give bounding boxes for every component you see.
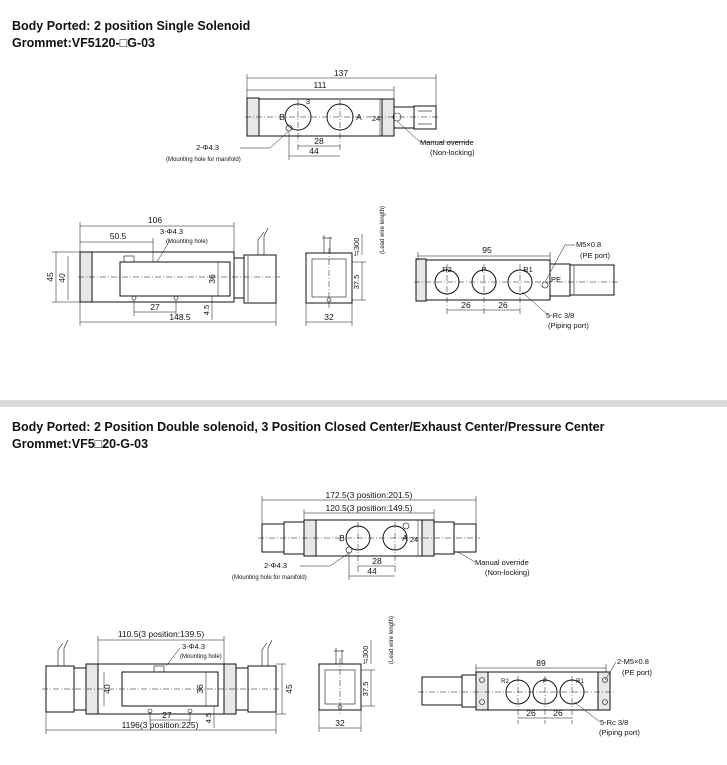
s2-dim-body: 120.5(3 position:149.5) xyxy=(326,503,413,513)
s1-top-hole-caption: (Mounting hole for manifold) xyxy=(166,157,241,163)
s2-end-dim-32: 32 xyxy=(335,718,345,728)
s1-side-hole-note: 3-Φ4.3 xyxy=(160,227,183,236)
s1-side-hole-caption: (Mounting hole) xyxy=(166,239,208,245)
s1-dim-40: 40 xyxy=(57,273,67,283)
s1-mark-3: 3 xyxy=(306,97,310,106)
section1-title: Body Ported: 2 position Single Solenoid xyxy=(12,19,251,33)
s2-port-b: B xyxy=(339,533,345,543)
s1-dim-95: 95 xyxy=(482,245,492,255)
s1-dim-26a: 26 xyxy=(461,300,471,310)
s2-override-label: Manual override xyxy=(475,558,529,567)
s1-dim-26b: 26 xyxy=(498,300,508,310)
s2-lead-wire-label: (Lead wire length) xyxy=(389,616,395,664)
s2-side-hole-caption: (Mounting hole) xyxy=(180,654,222,660)
s1-end-dim-32: 32 xyxy=(324,312,334,322)
s2-port-r2: R2 xyxy=(501,679,509,685)
s1-port-a: A xyxy=(356,112,362,122)
s2-dim-28: 28 xyxy=(372,556,382,566)
s2-dim-45: 45 xyxy=(284,684,294,694)
s2-dim-300: ≒300 xyxy=(361,646,370,665)
s2-dim-1196: 1196(3 position:225) xyxy=(122,720,199,730)
s2-dim-26b: 26 xyxy=(553,708,563,718)
s2-dim-27: 27 xyxy=(162,710,172,720)
s2-dim-4-5: 4.5 xyxy=(204,713,213,723)
s2-piping-label: (Piping port) xyxy=(599,728,640,737)
s2-side-hole-note: 3-Φ4.3 xyxy=(182,642,205,651)
s2-rc-label: 5-Rc 3/8 xyxy=(600,718,628,727)
s2-top-view xyxy=(258,496,480,580)
s2-port-r1: R1 xyxy=(576,679,584,685)
s1-port-r2: R2 xyxy=(442,265,452,274)
s1-dim-27: 27 xyxy=(150,302,160,312)
section2-title: Body Ported: 2 Position Double solenoid,… xyxy=(12,420,605,434)
s2-dim-36: 36 xyxy=(195,684,205,694)
section1-subtitle: Grommet:VF5120-□G-03 xyxy=(12,36,156,50)
s1-dim-4-5: 4.5 xyxy=(202,305,211,315)
s1-bottom-view xyxy=(414,244,618,316)
s1-override-sub: (Non-locking) xyxy=(430,148,475,157)
s2-top-hole-caption: (Mounting hole for manifold) xyxy=(232,575,307,581)
s2-dim-44: 44 xyxy=(367,566,377,576)
section-divider xyxy=(0,400,727,407)
s2-port-p: P xyxy=(543,679,547,685)
s1-rc-label: 5-Rc 3/8 xyxy=(546,311,574,320)
s1-dim-37-5: 37.5 xyxy=(352,275,361,290)
s1-side-view xyxy=(52,222,280,326)
s1-lead-wire-label: (Lead wire length) xyxy=(380,206,386,254)
s1-dim-106: 106 xyxy=(148,215,162,225)
s2-bottom-view xyxy=(418,661,617,724)
s2-dim-37-5: 37.5 xyxy=(361,682,370,697)
s2-dim-89: 89 xyxy=(536,658,546,668)
s1-port-r1: R1 xyxy=(523,265,533,274)
s1-dim-overall: 137 xyxy=(334,68,348,78)
s1-override-label: Manual override xyxy=(420,138,474,147)
s2-side-view xyxy=(42,636,286,734)
s1-piping-label: (Piping port) xyxy=(548,321,589,330)
s2-override-sub: (Non-locking) xyxy=(485,568,530,577)
s2-dim-110-5: 110.5(3 position:139.5) xyxy=(118,629,204,639)
s2-top-hole-note: 2-Φ4.3 xyxy=(264,561,287,570)
s1-dim-body: 111 xyxy=(314,80,327,90)
s1-dim-50-5: 50.5 xyxy=(110,231,127,241)
s1-dim-148-5: 148.5 xyxy=(169,312,191,322)
s1-end-view xyxy=(305,234,366,326)
s1-dim-45: 45 xyxy=(45,272,55,282)
s2-dim-24: 24 xyxy=(410,535,418,544)
s2-port-a: A xyxy=(402,533,408,543)
s2-pe-port-label: (PE port) xyxy=(622,668,653,677)
s1-pe-port-label: (PE port) xyxy=(580,251,611,260)
s1-dim-44: 44 xyxy=(309,146,319,156)
s2-dim-overall: 172.5(3 position:201.5) xyxy=(326,490,413,500)
s1-dim-300: ≒300 xyxy=(352,238,361,257)
s1-top-view xyxy=(240,74,470,160)
section2-subtitle: Grommet:VF5□20-G-03 xyxy=(12,437,149,451)
s2-end-view xyxy=(318,640,375,732)
s1-dim-28: 28 xyxy=(314,136,324,146)
s1-pe-label: PE xyxy=(551,275,561,284)
s1-port-p: P xyxy=(481,265,486,274)
s2-m5-label: 2-M5×0.8 xyxy=(617,657,649,666)
s1-dim-24: 24 xyxy=(372,114,380,123)
s1-port-b: B xyxy=(279,112,285,122)
s1-dim-36: 36 xyxy=(207,274,217,284)
s1-m5-label: M5×0.8 xyxy=(576,240,601,249)
s2-dim-26a: 26 xyxy=(526,708,536,718)
s1-top-hole-note: 2-Φ4.3 xyxy=(196,143,219,152)
s2-dim-40: 40 xyxy=(102,684,112,694)
